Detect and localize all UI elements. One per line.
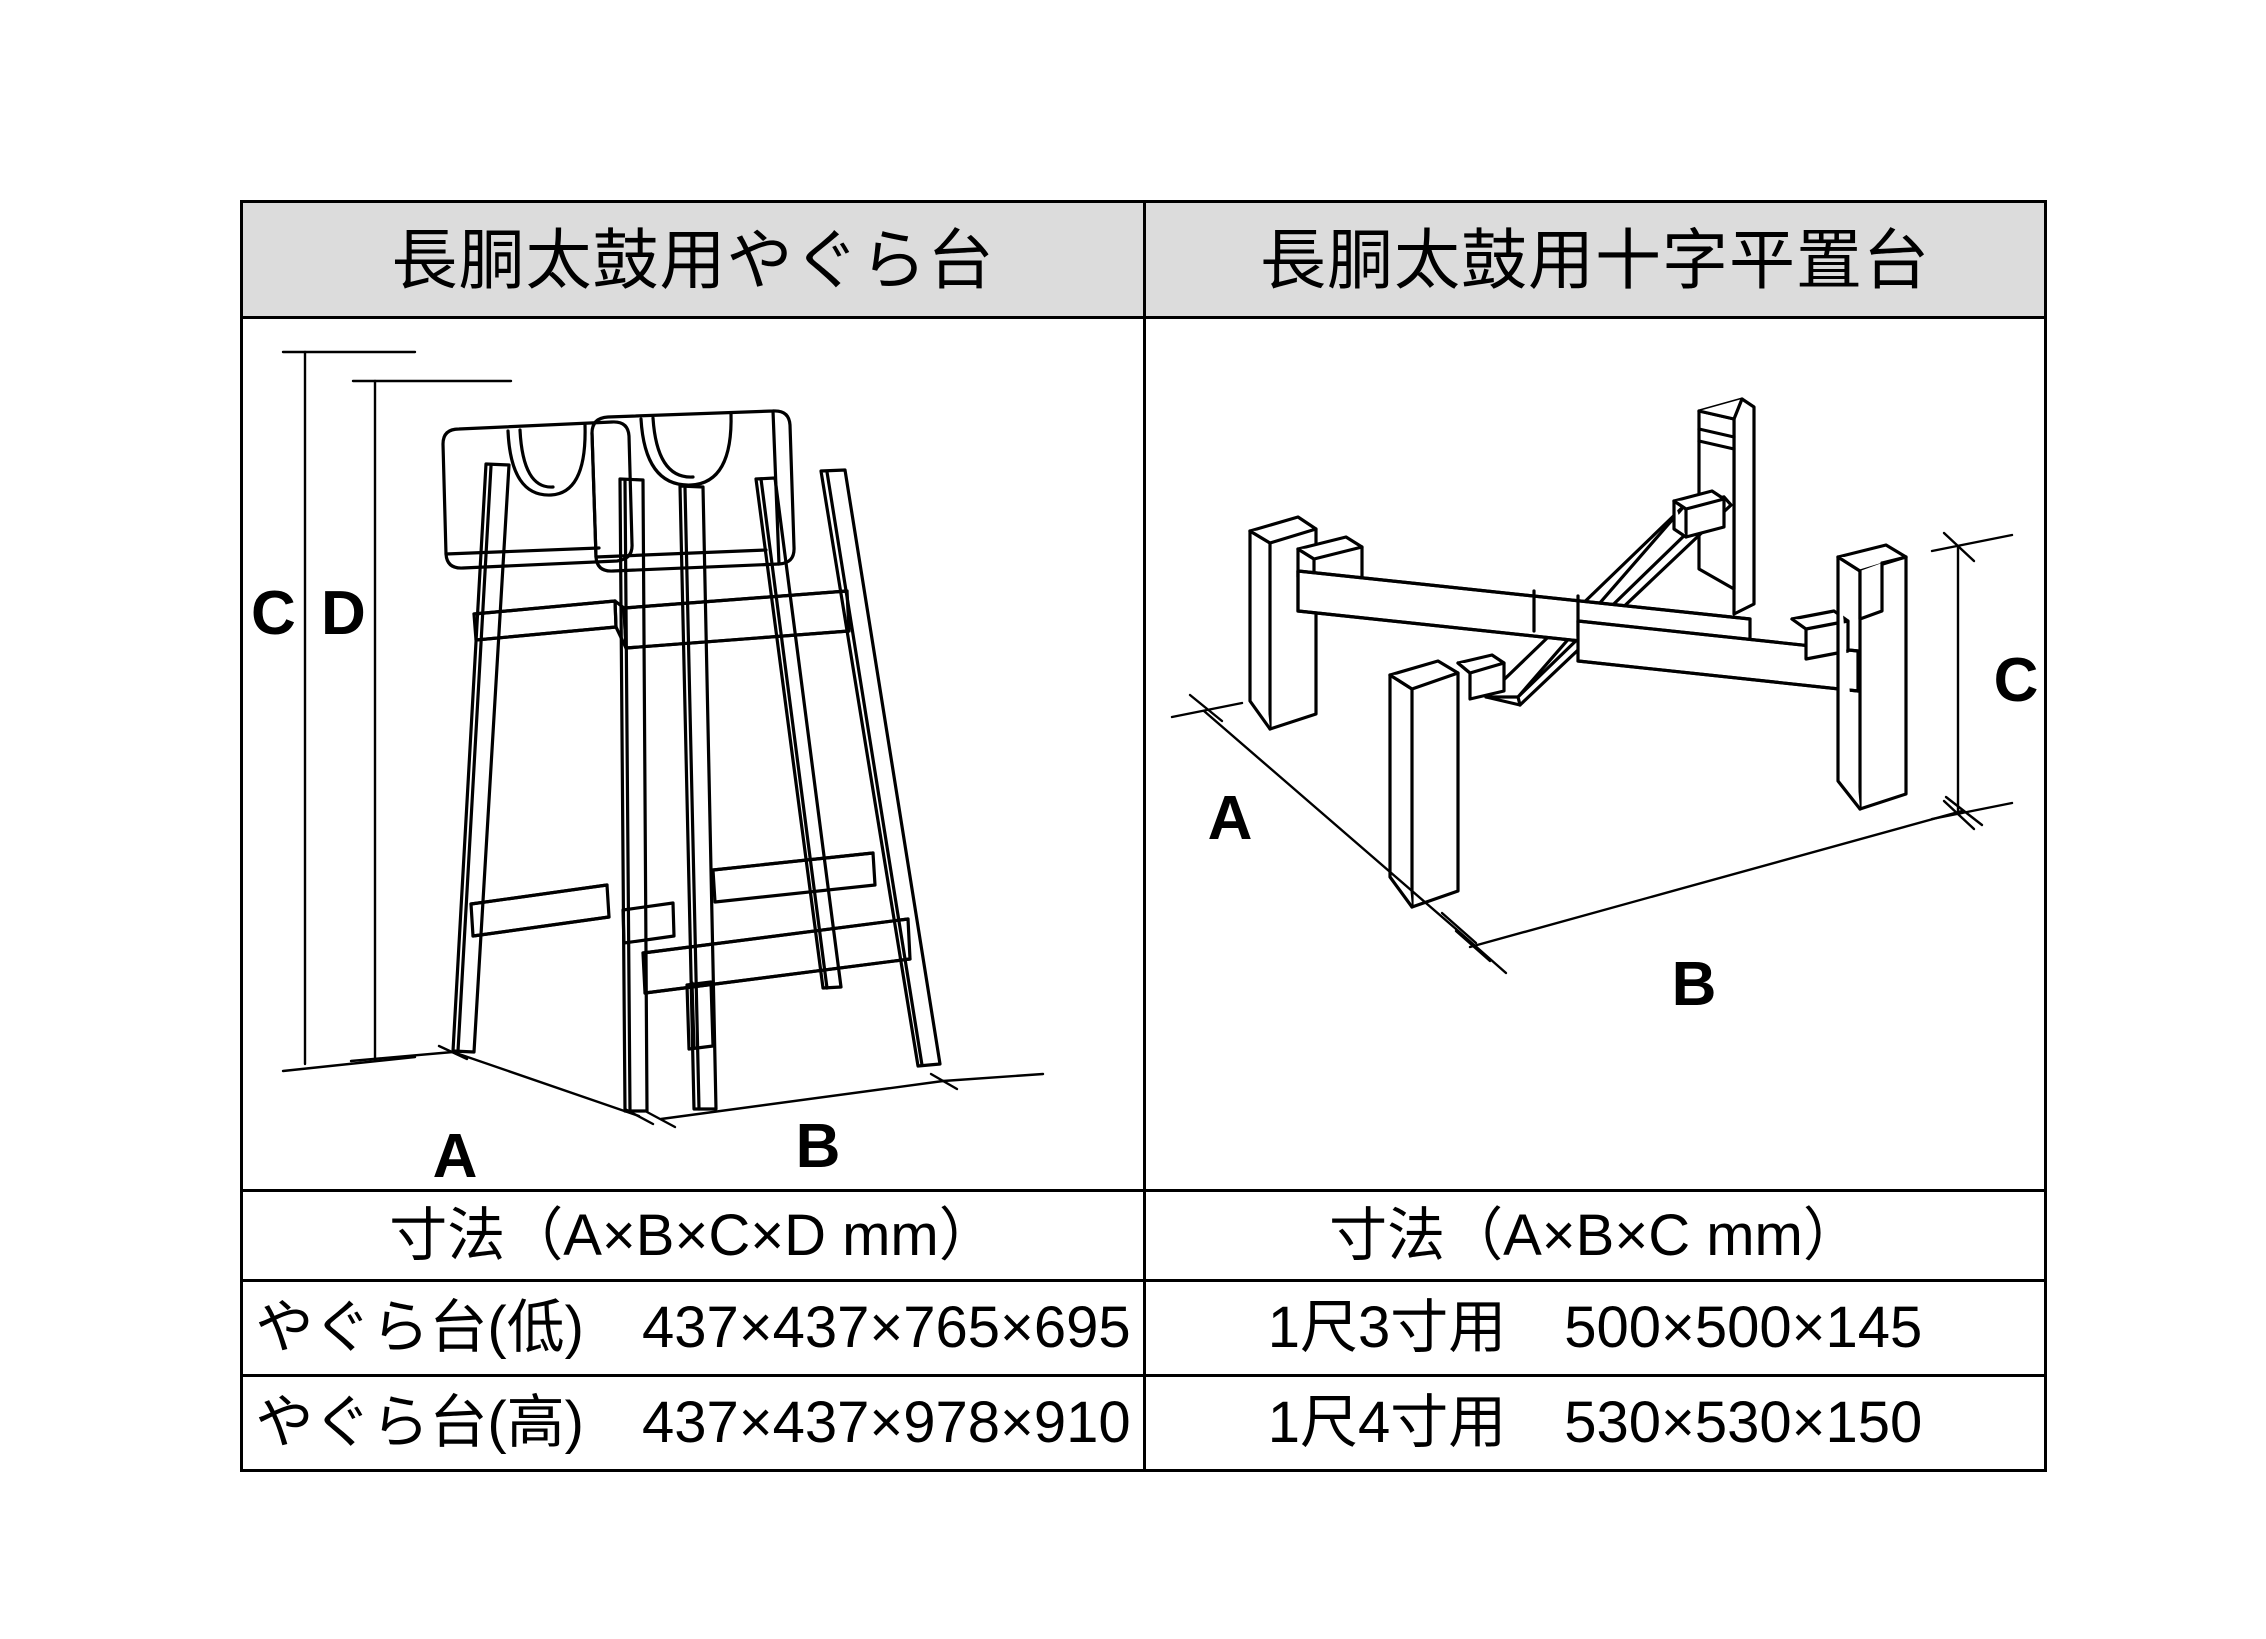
header-cell-yagura-stand: 長胴太鼓用やぐら台 <box>240 200 1146 319</box>
yagura-stand-diagram: C D A B <box>243 319 1143 1189</box>
table-row: やぐら台(低) 437×437×765×695 1尺3寸用 500×500×14… <box>240 1279 2047 1377</box>
dimension-label-D: D <box>321 579 366 648</box>
figure-cell-cross-flat-stand: A B C <box>1143 316 2047 1192</box>
header-cell-cross-flat-stand: 長胴太鼓用十字平置台 <box>1143 200 2047 319</box>
spec-cell-cross-1shaku4sun: 1尺4寸用 530×530×150 <box>1143 1374 2047 1472</box>
cross-flat-stand-diagram: A B C <box>1146 319 2044 1189</box>
dimension-header-yagura-stand: 寸法（A×B×C×D mm） <box>240 1189 1146 1282</box>
spec-cell-yagura-high: やぐら台(高) 437×437×978×910 <box>240 1374 1146 1472</box>
figure-cell-yagura-stand: C D A B <box>240 316 1146 1192</box>
table-dimension-header-row: 寸法（A×B×C×D mm） 寸法（A×B×C mm） <box>240 1189 2047 1282</box>
dimension-label-C: C <box>1994 646 2039 715</box>
product-spec-table: 長胴太鼓用やぐら台 長胴太鼓用十字平置台 <box>240 200 2047 1472</box>
dimension-label-A: A <box>433 1122 478 1189</box>
cross-flat-stand-linework <box>1170 397 2014 975</box>
table-header-row: 長胴太鼓用やぐら台 長胴太鼓用十字平置台 <box>240 200 2047 319</box>
table-figure-row: C D A B <box>240 316 2047 1192</box>
dimension-label-B: B <box>796 1112 841 1181</box>
cross-flat-stand-svg: A B C <box>1170 397 2039 1019</box>
spec-cell-cross-1shaku3sun: 1尺3寸用 500×500×145 <box>1143 1279 2047 1377</box>
yagura-stand-svg: C D A B <box>251 350 1045 1189</box>
yagura-stand-linework <box>281 350 1045 1129</box>
dimension-header-cross-flat-stand: 寸法（A×B×C mm） <box>1143 1189 2047 1282</box>
spec-cell-yagura-low: やぐら台(低) 437×437×765×695 <box>240 1279 1146 1377</box>
table-row: やぐら台(高) 437×437×978×910 1尺4寸用 530×530×15… <box>240 1374 2047 1472</box>
dimension-label-C: C <box>251 579 296 648</box>
dimension-label-A: A <box>1208 784 1253 853</box>
dimension-label-B: B <box>1672 950 1717 1019</box>
